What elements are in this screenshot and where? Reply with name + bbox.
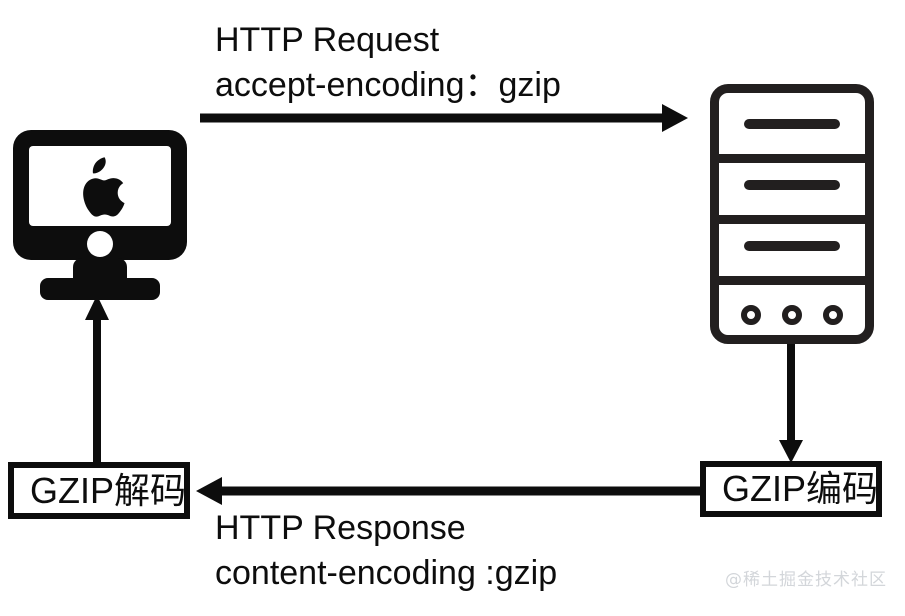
gzip-encode-box: GZIP编码 [700,461,882,517]
server-slot-2 [744,180,840,190]
server-bay-divider-3 [719,276,865,285]
decode-to-client-arrow [85,295,109,462]
server-bay-divider-1 [719,154,865,163]
server-led-3 [823,305,843,325]
client-monitor-icon [13,130,187,302]
request-arrow [200,104,688,132]
server-tower-icon [710,84,874,344]
response-label-line1: HTTP Response [215,509,466,547]
request-label-line1: HTTP Request [215,21,440,59]
server-bay-divider-2 [719,215,865,224]
server-slot-1 [744,119,840,129]
server-to-encode-arrow [779,344,803,463]
response-arrow [196,477,700,505]
monitor-indicator-dot [87,231,113,257]
monitor-stand-base [40,278,160,300]
server-led-2 [782,305,802,325]
apple-logo-icon [83,157,125,217]
server-led-group [741,305,843,325]
gzip-encode-label: GZIP编码 [722,468,879,509]
gzip-decode-box: GZIP解码 [8,462,190,519]
watermark: @稀土掘金技术社区 [725,570,887,590]
server-slot-3 [744,241,840,251]
server-led-1 [741,305,761,325]
monitor-bezel [13,130,187,260]
response-label-line2: content-encoding :gzip [215,554,558,592]
gzip-decode-label: GZIP解码 [30,469,187,511]
request-label-line2: accept-encoding：gzip [215,66,561,104]
